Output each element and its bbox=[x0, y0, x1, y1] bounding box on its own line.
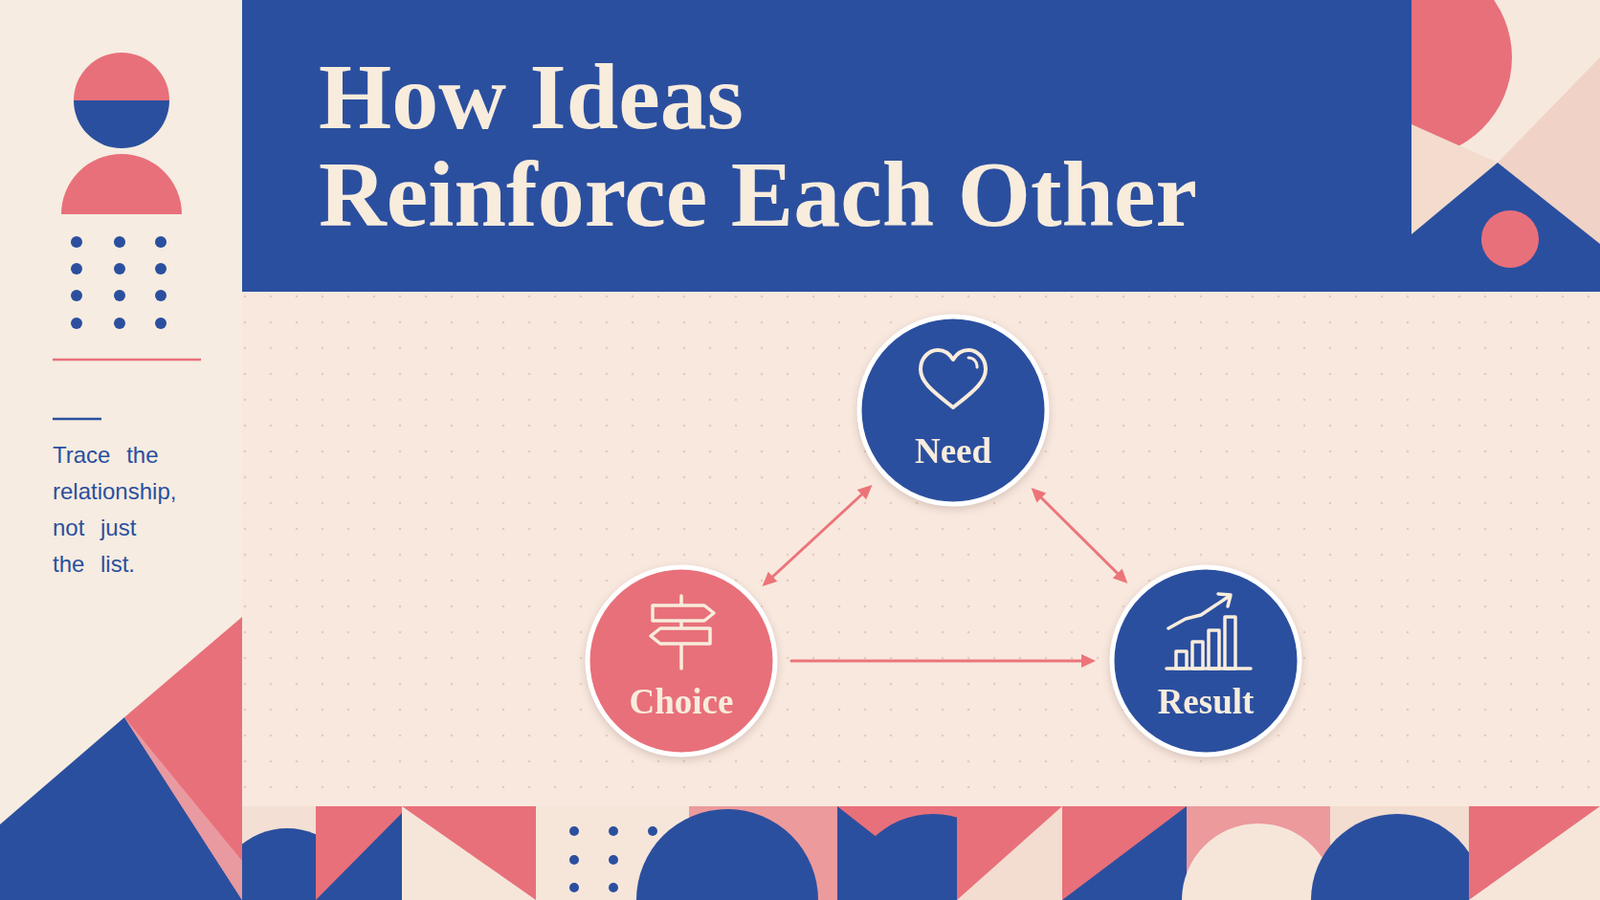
arrow-head bbox=[1112, 568, 1129, 584]
side-dash bbox=[52, 418, 102, 422]
heart-icon bbox=[920, 350, 986, 408]
circle-shape bbox=[587, 567, 776, 756]
concept-circle: Result bbox=[1109, 564, 1303, 758]
connector-arrow bbox=[762, 485, 873, 587]
title-spacer bbox=[806, 47, 1238, 58]
circle-outline bbox=[856, 313, 1050, 508]
connector-line bbox=[791, 660, 1087, 664]
connector-arrow bbox=[791, 654, 1096, 668]
node-label: Choice bbox=[584, 681, 778, 724]
side-panel bbox=[0, 0, 243, 900]
circle-shape bbox=[859, 316, 1047, 505]
arrow-head bbox=[762, 572, 778, 587]
dot-grid bbox=[242, 291, 1600, 807]
concept-circle: Choice bbox=[584, 564, 778, 758]
side-emblem bbox=[61, 52, 182, 215]
circle-outline bbox=[1109, 564, 1303, 758]
corner-art bbox=[1411, 0, 1600, 292]
circle-outline bbox=[584, 564, 778, 758]
bottom-band bbox=[242, 806, 1600, 900]
side-note: Trace the relationship, not just the lis… bbox=[52, 437, 179, 583]
concept-circle: Need bbox=[856, 313, 1050, 508]
node-label: Result bbox=[1109, 681, 1303, 724]
connector-line bbox=[769, 491, 866, 580]
side-dots bbox=[70, 236, 167, 330]
arrow-head bbox=[1031, 488, 1047, 504]
connector-arrow bbox=[1031, 488, 1129, 584]
side-rule bbox=[52, 358, 201, 362]
chart-icon bbox=[1166, 594, 1251, 669]
circle-shape bbox=[1111, 567, 1300, 756]
node-label: Need bbox=[856, 430, 1050, 473]
diagram-title: How Ideas Reinforce Each Other bbox=[318, 47, 1238, 244]
header-band bbox=[242, 0, 1412, 292]
signpost-icon bbox=[650, 596, 714, 669]
arrow-head bbox=[1081, 654, 1096, 668]
connector-line bbox=[1038, 494, 1122, 578]
title-text: How Ideas Reinforce Each Other bbox=[318, 44, 1198, 246]
side-triangles bbox=[0, 617, 243, 900]
arrow-head bbox=[857, 485, 873, 500]
